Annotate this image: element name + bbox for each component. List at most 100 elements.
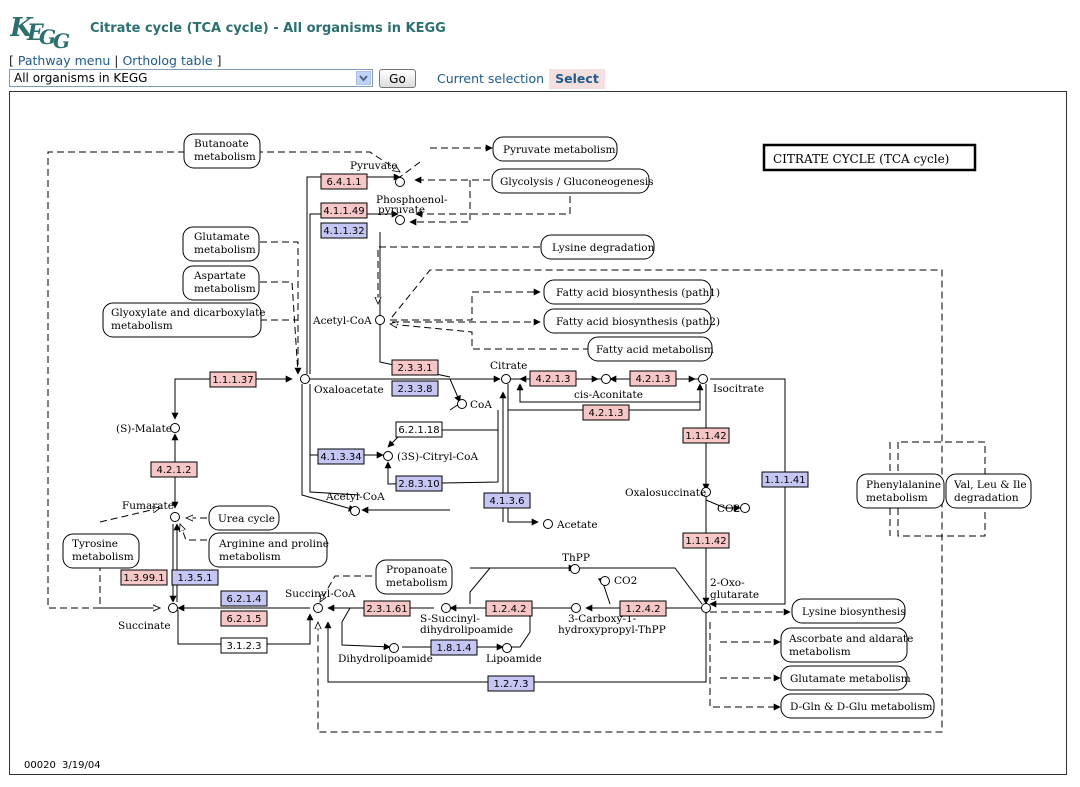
organism-select[interactable]: All organisms in KEGG <box>9 69 373 87</box>
enzyme-box[interactable] <box>320 222 368 239</box>
compound-co2[interactable] <box>740 503 750 513</box>
enzyme-box[interactable] <box>485 600 533 617</box>
enzyme-box[interactable] <box>395 421 443 438</box>
chevron-down-icon[interactable] <box>356 71 371 85</box>
compound-oxaloacetate[interactable] <box>300 374 310 384</box>
enzyme-ec-label: 1.1.1.41 <box>764 475 805 486</box>
enzyme-box[interactable] <box>483 492 531 509</box>
pathway-dgln-label: D-Gln & D-Glu metabolism <box>790 701 932 713</box>
compound-isocitrate[interactable] <box>698 374 708 384</box>
enzyme-ec-label: 1.1.1.37 <box>212 375 253 386</box>
pathway-fatty-acid-2[interactable] <box>543 308 712 334</box>
enzyme-box[interactable] <box>391 359 439 376</box>
compound-pyruvate[interactable] <box>395 177 405 187</box>
compound-label: Acetate <box>556 519 598 531</box>
enzyme-box[interactable] <box>363 600 411 617</box>
compound-acetyl-coa[interactable] <box>375 315 385 325</box>
enzyme-box[interactable] <box>120 569 168 586</box>
compound-succinyl-coa[interactable] <box>313 603 323 613</box>
compound-pep[interactable] <box>395 215 405 225</box>
enzyme-box[interactable] <box>317 448 365 465</box>
enzyme-box[interactable] <box>220 610 268 627</box>
compound-label: Isocitrate <box>713 383 764 395</box>
pathway-pyruvate[interactable] <box>492 136 618 162</box>
compound-dihydrolipoamide[interactable] <box>389 643 399 653</box>
pathway-val-leu-ile[interactable] <box>945 473 1032 509</box>
pathway-boxes <box>62 133 1032 719</box>
compound-fumarate[interactable] <box>170 512 180 522</box>
enzyme-box[interactable] <box>209 371 257 388</box>
pathway-glutamate-1[interactable] <box>182 226 260 262</box>
enzyme-ec-label: 1.2.4.2 <box>626 604 661 615</box>
pathway-lysine-biosynthesis[interactable] <box>791 598 906 624</box>
enzyme-box[interactable] <box>682 532 730 549</box>
pathway-glyoxylate[interactable] <box>102 302 262 338</box>
enzyme-ec-label: 4.2.1.3 <box>636 374 671 385</box>
pathway-lysine-degradation[interactable] <box>540 234 655 260</box>
compound-citrate[interactable] <box>501 374 511 384</box>
enzyme-box[interactable] <box>320 202 368 219</box>
enzyme-ec-label: 2.3.3.8 <box>398 384 433 395</box>
pathway-urea[interactable] <box>208 505 280 531</box>
pathway-glycolysis[interactable] <box>491 168 650 194</box>
pathway-phenylalanine[interactable] <box>856 473 945 509</box>
enzyme-ec-label: 6.2.1.18 <box>398 425 439 436</box>
enzyme-box[interactable] <box>171 569 219 586</box>
compound-acetyl-coa-2[interactable] <box>350 506 360 516</box>
compound-oxalosuccinate[interactable] <box>701 487 711 497</box>
pathway-propanoate[interactable] <box>375 559 453 595</box>
compound-thpp[interactable] <box>570 564 580 574</box>
compound-label: Acetyl-CoA <box>312 315 372 327</box>
go-button[interactable]: Go <box>379 69 416 88</box>
pathway-ascorbate-label-2: metabolism <box>789 646 851 658</box>
compound-lipoamide[interactable] <box>502 643 512 653</box>
pathway-butanoate[interactable] <box>183 133 261 169</box>
kegg-logo[interactable]: K E G G <box>9 10 72 53</box>
pathway-ascorbate[interactable] <box>780 627 908 663</box>
pathway-aspartate[interactable] <box>182 265 260 301</box>
enzyme-ec-label: 1.2.4.2 <box>492 604 527 615</box>
select-tab[interactable]: Select <box>549 69 605 89</box>
enzyme-box[interactable] <box>220 590 268 607</box>
enzyme-box[interactable] <box>430 639 478 656</box>
enzyme-box[interactable] <box>619 600 667 617</box>
pathway-fatty-acid-1[interactable] <box>543 279 712 305</box>
enzyme-box[interactable] <box>395 475 443 492</box>
enzyme-box[interactable] <box>582 404 630 421</box>
enzyme-ec-label: 2.3.3.1 <box>398 363 433 374</box>
enzyme-box[interactable] <box>761 471 809 488</box>
pathway-propanoate-label-1: Propanoate <box>386 564 447 576</box>
compound-coa[interactable] <box>457 399 467 409</box>
pathway-fatty-acid-metabolism[interactable] <box>587 336 713 362</box>
enzyme-box[interactable] <box>487 675 535 692</box>
enzyme-box[interactable] <box>220 637 268 654</box>
pathway-ascorbate-label-1: Ascorbate and aldarate <box>788 633 913 645</box>
compound-cis-aconitate[interactable] <box>601 374 611 384</box>
compound-label: cis-Aconitate <box>574 389 643 401</box>
compound-malate[interactable] <box>170 423 180 433</box>
compound-acetate[interactable] <box>543 519 553 529</box>
enzyme-box[interactable] <box>150 461 198 478</box>
compound-label: Oxalosuccinate <box>625 487 706 499</box>
enzyme-box[interactable] <box>682 427 730 444</box>
compound-citryl-coa[interactable] <box>383 451 393 461</box>
pathway-dgln[interactable] <box>780 693 935 719</box>
compound-succinate[interactable] <box>168 603 178 613</box>
compound-s-succinyl-dihydrolipoamide[interactable] <box>441 603 451 613</box>
pathway-tyrosine[interactable] <box>62 533 140 569</box>
pathway-menu-link[interactable]: Pathway menu <box>17 53 111 68</box>
enzyme-box[interactable] <box>320 173 368 190</box>
compound-2-oxoglutarate[interactable] <box>701 603 711 613</box>
pathway-glycolysis-label: Glycolysis / Gluconeogenesis <box>500 176 654 188</box>
ortholog-table-link[interactable]: Ortholog table <box>122 53 213 68</box>
pathway-glutamate-2[interactable] <box>780 665 908 691</box>
compound-label: 3-Carboxy-1- <box>568 613 637 625</box>
enzyme-box[interactable] <box>529 370 577 387</box>
compound-3-carboxy[interactable] <box>571 603 581 613</box>
enzyme-box[interactable] <box>391 380 439 397</box>
pathway-aspartate-label-1: Aspartate <box>193 270 246 282</box>
enzyme-box[interactable] <box>629 370 677 387</box>
svg-text:G: G <box>39 25 56 49</box>
compound-co2-2[interactable] <box>600 576 610 586</box>
pathway-arginine[interactable] <box>208 532 328 568</box>
